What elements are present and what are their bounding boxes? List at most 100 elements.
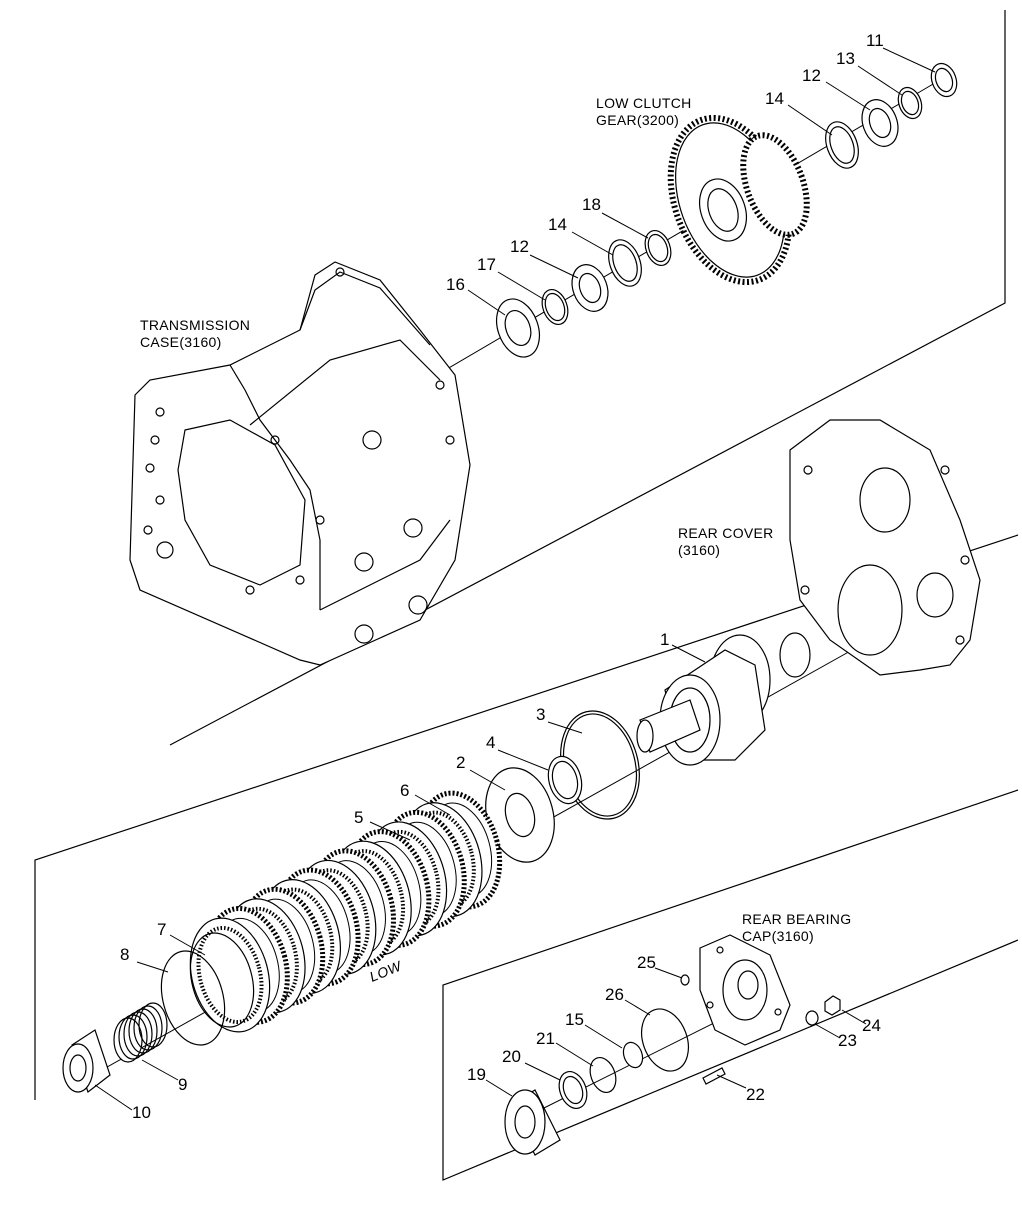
- callout-18: 18: [582, 195, 601, 214]
- part-25-o-ring: [680, 974, 690, 986]
- case-bolt-hole: [315, 515, 325, 525]
- clutch-plate-pack: [189, 790, 503, 1033]
- transmission-case-label-line1: TRANSMISSION: [140, 317, 250, 333]
- part-8-snap-ring: [160, 950, 226, 1046]
- part-18-ring: [644, 229, 672, 267]
- part-20-ring: [558, 1071, 588, 1109]
- case-bolt-hole: [245, 585, 255, 595]
- part-23-washer: [805, 1010, 819, 1026]
- callout-12-upper: 12: [802, 66, 821, 85]
- low-clutch-gear: [667, 114, 810, 286]
- callout-8: 8: [120, 945, 129, 964]
- low-clutch-gear-label-line1: LOW CLUTCH: [596, 95, 692, 111]
- part-10-bearing: [62, 1043, 94, 1093]
- callout-11: 11: [866, 31, 884, 50]
- part-17-ring: [541, 288, 569, 326]
- rear-cover-label-line1: REAR COVER: [678, 525, 774, 541]
- case-boss-5: [354, 624, 374, 644]
- part-15-ring: [622, 1041, 644, 1069]
- callout-10: 10: [132, 1103, 151, 1122]
- callout-7: 7: [157, 920, 166, 939]
- drum-shaft-end: [779, 632, 811, 678]
- part-12-bearing-lower: [571, 264, 609, 312]
- case-bolt-hole: [270, 435, 280, 445]
- callout-19: 19: [467, 1065, 486, 1084]
- part-26-o-ring: [641, 1008, 689, 1072]
- middle-panel-border: [34, 534, 1019, 1100]
- callout-15: 15: [565, 1010, 584, 1029]
- part-12-bearing-upper: [861, 99, 899, 147]
- upper-small-parts: [495, 62, 958, 358]
- part-1-clutch-drum: [636, 632, 811, 766]
- callout-23: 23: [838, 1031, 857, 1050]
- part-19-bearing: [504, 1089, 546, 1155]
- part-9-spring: [113, 1002, 168, 1063]
- lower-left-parts: [62, 950, 226, 1093]
- callout-25: 25: [637, 953, 656, 972]
- lower-panel-border: [442, 789, 1019, 1181]
- case-boss-4: [408, 595, 428, 615]
- case-top-flange: [299, 271, 431, 346]
- callout-5: 5: [354, 808, 363, 827]
- callout-4: 4: [486, 733, 495, 752]
- part-13-ring: [897, 86, 923, 120]
- part-22-stud: [702, 1067, 726, 1085]
- part-11-snap-ring: [930, 62, 958, 98]
- case-bolt-hole: [155, 495, 165, 505]
- case-bolt-hole: [143, 525, 153, 535]
- rear-bearing-cap-label-line1: REAR BEARING: [742, 911, 851, 927]
- callout-numbers: 11 13 12 14 18 14 12 17 16 1 3 4 2 6 5 7…: [120, 31, 884, 1122]
- callout-14-upper: 14: [765, 89, 784, 108]
- case-bolt-hole: [435, 380, 445, 390]
- case-dowel-hole: [156, 541, 174, 559]
- part-labels: LOW CLUTCH GEAR(3200) TRANSMISSION CASE(…: [140, 95, 851, 985]
- callout-12-lower: 12: [510, 237, 529, 256]
- callout-20: 20: [502, 1047, 521, 1066]
- transmission-case: [129, 261, 471, 666]
- low-clutch-gear-label-line2: GEAR(3200): [596, 112, 679, 128]
- callout-21: 21: [536, 1029, 555, 1048]
- case-bolt-hole: [335, 267, 345, 277]
- part-16-bearing: [495, 298, 541, 358]
- rear-cover: [789, 419, 981, 676]
- callout-3: 3: [536, 705, 545, 724]
- bearing-cap-flange: [699, 934, 791, 1046]
- part-14-snap-ring-lower: [608, 239, 642, 287]
- callout-22: 22: [746, 1085, 765, 1104]
- case-bolt-hole: [445, 435, 455, 445]
- case-boss-3: [354, 552, 374, 572]
- callout-2: 2: [456, 753, 465, 772]
- rear-bearing-cap-label-line2: CAP(3160): [742, 928, 814, 944]
- callout-17: 17: [477, 255, 496, 274]
- callout-26: 26: [605, 985, 624, 1004]
- case-outer: [129, 261, 471, 666]
- case-front-face: [229, 364, 321, 610]
- case-bolt-hole: [150, 435, 160, 445]
- part-24-nut: [824, 995, 841, 1016]
- callout-13: 13: [836, 49, 855, 68]
- rear-cover-bore-main: [837, 564, 903, 656]
- case-body-bottom: [319, 519, 451, 611]
- upper-panel-border: [169, 10, 1006, 746]
- case-bolt-hole: [145, 463, 155, 473]
- rear-cover-bore-side: [916, 572, 954, 618]
- part-7-retainer-plate: [189, 932, 255, 1028]
- callout-24: 24: [862, 1016, 881, 1035]
- gear-bore: [699, 178, 747, 242]
- rear-cover-outline: [789, 419, 981, 676]
- part-21-snap-ring: [589, 1056, 617, 1094]
- callout-9: 9: [178, 1075, 187, 1094]
- leader-lines: [94, 47, 936, 1111]
- rear-cover-label-line2: (3160): [678, 542, 720, 558]
- case-body-top: [249, 339, 441, 426]
- case-boss-1: [362, 430, 382, 450]
- gear-teeth-hub: [740, 132, 810, 238]
- callout-16: 16: [446, 275, 465, 294]
- callout-1: 1: [660, 630, 669, 649]
- case-bolt-hole: [295, 575, 305, 585]
- case-bolt-hole: [155, 407, 165, 417]
- transmission-case-label-line2: CASE(3160): [140, 334, 222, 350]
- callout-14-lower: 14: [548, 215, 567, 234]
